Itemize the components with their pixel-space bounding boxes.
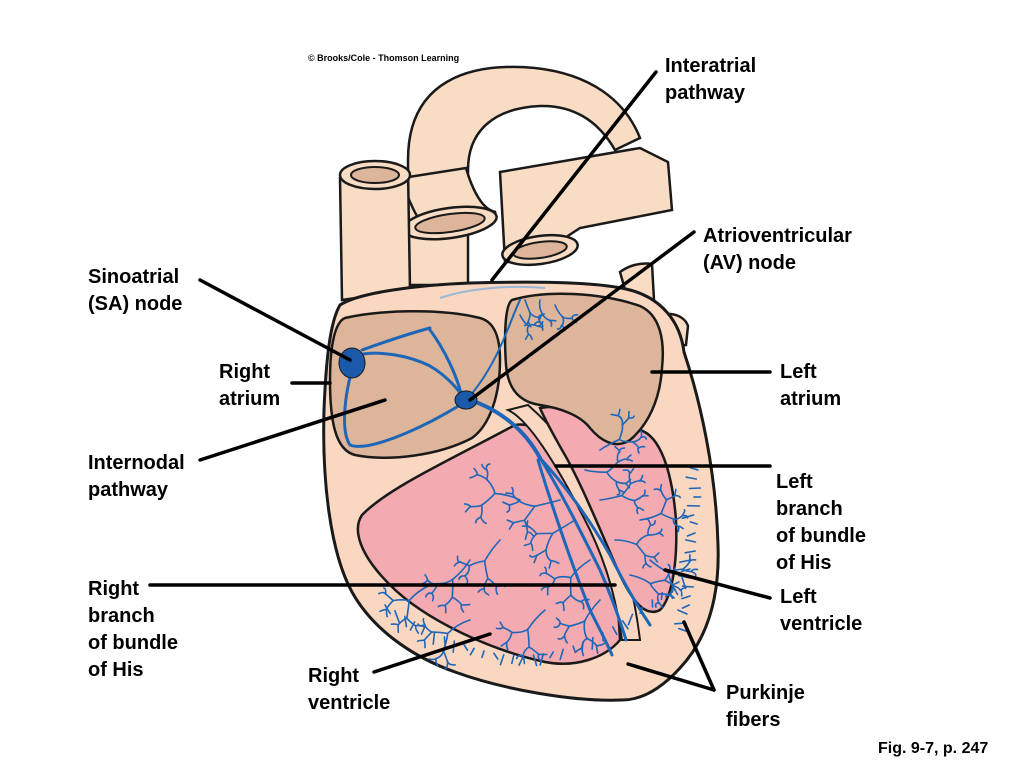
label-sa-node: Sinoatrial (SA) node xyxy=(88,264,182,318)
label-left-ventricle: Left ventricle xyxy=(780,584,862,638)
sa-node-shape xyxy=(339,348,365,378)
label-left-atrium: Left atrium xyxy=(780,359,841,413)
label-purkinje-fibers: Purkinje fibers xyxy=(726,680,805,734)
purkinje-fiber xyxy=(678,526,679,531)
superior-vena-cava xyxy=(340,161,410,300)
purkinje-fiber xyxy=(582,642,583,651)
purkinje-fiber xyxy=(659,594,668,595)
label-right-atrium: Right atrium xyxy=(219,359,280,413)
purkinje-fiber xyxy=(506,493,513,494)
pulmonary-trunk xyxy=(500,148,672,269)
purkinje-fiber xyxy=(592,638,593,649)
leader-sa-node xyxy=(200,280,350,360)
purkinje-fiber xyxy=(683,586,694,587)
purkinje-fiber xyxy=(690,488,701,489)
purkinje-fiber xyxy=(445,605,446,612)
purkinje-fiber xyxy=(391,624,398,625)
figure-reference: Fig. 9-7, p. 247 xyxy=(878,740,988,758)
label-right-ventricle: Right ventricle xyxy=(308,663,390,717)
svc-lumen xyxy=(351,167,399,183)
label-av-node: Atrioventricular (AV) node xyxy=(703,223,852,277)
purkinje-fiber xyxy=(386,609,387,616)
label-right-branch-bundle-his: Right branch of bundle of His xyxy=(88,576,178,684)
label-interatrial-pathway: Interatrial pathway xyxy=(665,53,756,107)
label-left-branch-bundle-his: Left branch of bundle of His xyxy=(776,469,866,577)
purkinje-fiber xyxy=(429,659,436,660)
av-node-shape xyxy=(455,391,477,409)
purkinje-fiber xyxy=(563,603,564,611)
label-internodal-pathway: Internodal pathway xyxy=(88,450,185,504)
purkinje-fiber xyxy=(393,600,409,601)
purkinje-fiber xyxy=(661,485,662,491)
purkinje-fiber xyxy=(424,640,425,647)
copyright-notice: © Brooks/Cole - Thomson Learning xyxy=(308,53,459,63)
purkinje-fiber xyxy=(661,593,662,600)
